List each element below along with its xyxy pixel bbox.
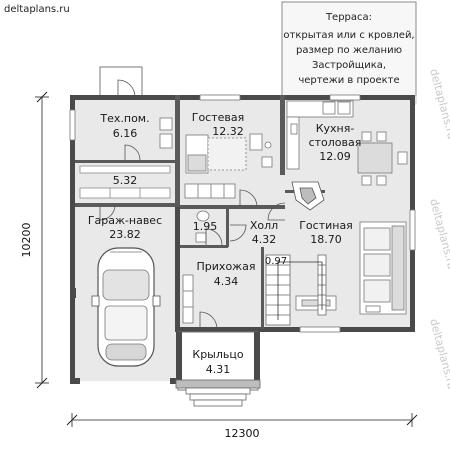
watermark-text-2: deltaplans.ru (427, 197, 450, 270)
terrace-note-line-5: чертежи в проекте (298, 75, 399, 86)
porch (175, 331, 261, 407)
room-porch-area: 4.31 (206, 363, 231, 376)
room-hall-area: 4.32 (252, 233, 277, 246)
terrace-note-line-4: Застройщика, (312, 60, 386, 71)
rear-landing (99, 66, 143, 98)
room-closet-area: 0.97 (265, 256, 287, 267)
room-garage-name: Гараж-навес (88, 214, 162, 227)
room-living-area: 18.70 (310, 233, 342, 246)
room-guest-area: 12.32 (212, 125, 244, 138)
dimension-width: 12300 (66, 413, 418, 440)
living-tv-stand (295, 295, 337, 311)
room-tech-name: Тех.пом. (99, 112, 149, 125)
watermark: deltaplans.ru deltaplans.ru deltaplans.r… (427, 67, 450, 390)
terrace-note-line-2: открытая или с кровлей, (283, 30, 414, 41)
watermark-text-3: deltaplans.ru (427, 317, 450, 390)
fireplace (291, 181, 325, 211)
living-sofa (359, 221, 407, 315)
guest-wardrobe (184, 183, 236, 199)
room-garage-area: 23.82 (109, 228, 141, 241)
doors (99, 79, 286, 330)
room-storage-area: 5.32 (113, 174, 138, 187)
storage-shelves (79, 165, 171, 199)
guest-bed (185, 133, 273, 174)
dimension-height-label: 10200 (20, 223, 33, 258)
room-guest-name: Гостевая (192, 111, 245, 124)
garage-posts (70, 288, 180, 384)
room-porch-name: Крыльцо (192, 348, 243, 361)
site-label: deltaplans.ru (4, 4, 70, 15)
room-kitchen-area: 12.09 (319, 150, 351, 163)
terrace-note-line-1: Терраса: (325, 12, 372, 23)
terrace-note-line-3: размер по желанию (296, 45, 402, 56)
room-entry-area: 4.34 (214, 275, 239, 288)
room-kitchen-name-2: столовая (309, 136, 362, 149)
room-entry-name: Прихожая (197, 260, 256, 273)
room-living-name: Гостиная (299, 219, 353, 232)
windows (69, 94, 416, 333)
room-kitchen-name-1: Кухня- (316, 122, 355, 135)
kitchen-counter (286, 100, 354, 170)
tech-equipment (159, 117, 173, 149)
dimension-height: 10200 (20, 91, 49, 389)
room-labels: Тех.пом. 6.16 5.32 Гостевая 12.32 Кухня-… (88, 111, 362, 376)
dining-table (357, 131, 408, 186)
entry-wardrobe (182, 274, 194, 324)
watermark-text-1: deltaplans.ru (427, 67, 450, 140)
staircase (265, 254, 327, 326)
car-icon (91, 247, 161, 367)
dimension-width-label: 12300 (225, 427, 260, 440)
room-bath-area: 1.95 (193, 220, 218, 233)
terrace-note: Терраса: открытая или с кровлей, размер … (281, 1, 417, 97)
room-hall-name: Холл (250, 219, 278, 232)
room-tech-area: 6.16 (113, 127, 138, 140)
